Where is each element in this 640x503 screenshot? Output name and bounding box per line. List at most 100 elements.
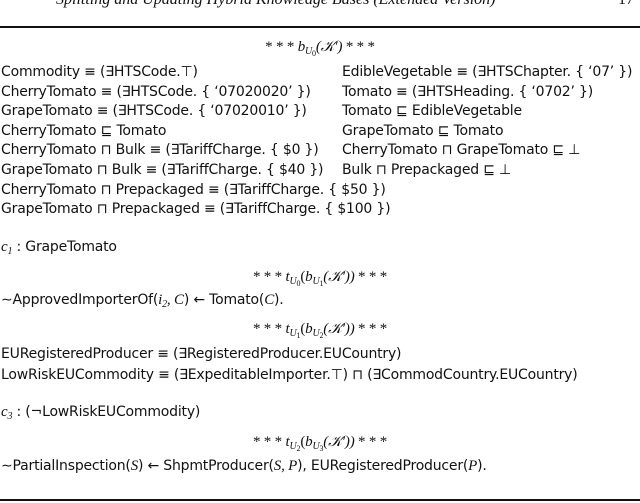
- formula-text: Bulk ⊓ Prepackaged ⊑ ⊥: [342, 162, 511, 178]
- formula-line: CherryTomato ⊓ Bulk ≡ (∃TariffCharge. { …: [1, 141, 319, 159]
- subscript: 2: [162, 299, 167, 310]
- formula-line: Bulk ⊓ Prepackaged ⊑ ⊥: [342, 161, 511, 179]
- formula-text: t: [285, 434, 290, 450]
- formula-text: b: [297, 39, 306, 55]
- subscript: U: [289, 441, 297, 452]
- page-number: 17: [618, 0, 634, 9]
- formula-text: b: [305, 269, 313, 285]
- section-heading: * * * tU1(bU2(𝒦′)) * * *: [0, 320, 640, 345]
- formula-text: (𝒦′): [315, 39, 343, 55]
- subscript: 1: [296, 331, 301, 340]
- formula-text: EURegisteredProducer ≡ (∃RegisteredProdu…: [1, 346, 402, 362]
- formula-line: EURegisteredProducer ≡ (∃RegisteredProdu…: [1, 345, 402, 363]
- subscript: U: [289, 276, 297, 287]
- formula-line: Commodity ≡ (∃HTSCode.⊤): [1, 63, 198, 81]
- formula-text: b: [305, 321, 313, 337]
- formula-text: GrapeTomato ≡ (∃HTSCode. { ‘07020010’ }): [1, 103, 307, 119]
- formula-line: EdibleVegetable ≡ (∃HTSChapter. { ‘07’ }…: [342, 63, 632, 81]
- subscript: U: [312, 328, 320, 339]
- formula-line: GrapeTomato ⊓ Prepackaged ≡ (∃TariffChar…: [1, 200, 391, 218]
- formula-text: : GrapeTomato: [12, 239, 117, 255]
- subscript: 3: [319, 444, 324, 453]
- section-heading: * * * tU0(bU1(𝒦′)) * * *: [0, 268, 640, 293]
- formula-line: ∼PartialInspection(S) ← ShpmtProducer(S,…: [1, 457, 487, 475]
- bottom-rule: [0, 499, 640, 501]
- top-rule: [0, 26, 640, 28]
- formula-text: EdibleVegetable ≡ (∃HTSChapter. { ‘07’ }…: [342, 64, 633, 80]
- subscript: U: [289, 328, 297, 339]
- formula-text: , C: [166, 292, 184, 308]
- formula-text: P: [468, 458, 478, 474]
- formula-text: * * *: [354, 269, 388, 285]
- formula-text: GrapeTomato ⊓ Bulk ≡ (∃TariffCharge. { $…: [1, 162, 324, 178]
- formula-text: Tomato ≡ (∃HTSHeading. { ‘0702’ }): [342, 84, 593, 100]
- formula-text: c: [1, 404, 8, 420]
- formula-text: LowRiskEUCommodity ≡ (∃ExpeditableImport…: [1, 367, 578, 383]
- formula-line: GrapeTomato ⊓ Bulk ≡ (∃TariffCharge. { $…: [1, 161, 323, 179]
- formula-text: (: [300, 321, 306, 337]
- formula-text: S: [130, 458, 139, 474]
- formula-text: (: [300, 269, 306, 285]
- formula-text: CherryTomato ⊓ Bulk ≡ (∃TariffCharge. { …: [1, 142, 319, 158]
- formula-text: t: [285, 269, 290, 285]
- formula-text: * * *: [342, 39, 375, 55]
- subscript: U: [305, 46, 313, 57]
- formula-text: ∼PartialInspection(: [1, 458, 131, 474]
- formula-text: ), EURegisteredProducer(: [297, 458, 469, 474]
- formula-text: * * *: [354, 321, 388, 337]
- formula-text: GrapeTomato ⊑ Tomato: [342, 123, 504, 139]
- formula-text: ) ← ShpmtProducer(: [138, 458, 274, 474]
- formula-text: c: [1, 239, 8, 255]
- formula-text: (𝒦′)): [323, 269, 355, 285]
- formula-line: CherryTomato ⊓ GrapeTomato ⊑ ⊥: [342, 141, 580, 159]
- formula-text: CherryTomato ⊑ Tomato: [1, 123, 167, 139]
- formula-line: GrapeTomato ≡ (∃HTSCode. { ‘07020010’ }): [1, 102, 307, 120]
- formula-text: Tomato ⊑ EdibleVegetable: [342, 103, 522, 119]
- formula-line: CherryTomato ⊓ Prepackaged ≡ (∃TariffCha…: [1, 181, 386, 199]
- formula-text: CherryTomato ⊓ GrapeTomato ⊑ ⊥: [342, 142, 581, 158]
- formula-text: GrapeTomato ⊓ Prepackaged ≡ (∃TariffChar…: [1, 201, 391, 217]
- formula-line: CherryTomato ≡ (∃HTSCode. { ‘07020020’ }…: [1, 83, 311, 101]
- formula-text: * * *: [354, 434, 388, 450]
- subscript: 1: [7, 246, 13, 257]
- subscript: U: [312, 441, 320, 452]
- subscript: U: [312, 276, 320, 287]
- formula-text: Commodity ≡ (∃HTSCode.⊤): [1, 64, 198, 80]
- formula-line: Tomato ≡ (∃HTSHeading. { ‘0702’ }): [342, 83, 593, 101]
- section-heading: * * * tU2(bU3(𝒦′)) * * *: [0, 433, 640, 458]
- formula-text: i: [158, 292, 163, 308]
- subscript: 0: [312, 49, 316, 58]
- formula-text: CherryTomato ≡ (∃HTSCode. { ‘07020020’ }…: [1, 84, 311, 100]
- formula-text: : (¬LowRiskEUCommodity): [12, 404, 201, 420]
- formula-text: * * *: [252, 321, 286, 337]
- running-head: Splitting and Updating Hybrid Knowledge …: [0, 0, 640, 11]
- formula-line: c3 : (¬LowRiskEUCommodity): [1, 403, 200, 426]
- subscript: 2: [319, 331, 324, 340]
- formula-text: (𝒦′)): [323, 321, 355, 337]
- formula-text: CherryTomato ⊓ Prepackaged ≡ (∃TariffCha…: [1, 182, 386, 198]
- formula-line: c1 : GrapeTomato: [1, 238, 117, 261]
- subscript: 1: [319, 279, 324, 288]
- formula-text: C: [264, 292, 274, 308]
- section-heading: * * * bU0(𝒦′) * * *: [0, 38, 640, 63]
- formula-text: * * *: [252, 434, 286, 450]
- formula-text: b: [305, 434, 313, 450]
- formula-text: ∼ApprovedImporterOf(: [1, 292, 159, 308]
- formula-text: ) ← Tomato(: [183, 292, 265, 308]
- formula-text: * * *: [265, 39, 298, 55]
- subscript: 0: [296, 279, 301, 288]
- formula-line: Tomato ⊑ EdibleVegetable: [342, 102, 522, 120]
- formula-line: LowRiskEUCommodity ≡ (∃ExpeditableImport…: [1, 366, 578, 384]
- formula-line: GrapeTomato ⊑ Tomato: [342, 122, 504, 140]
- formula-line: ∼ApprovedImporterOf(i2, C) ← Tomato(C).: [1, 291, 284, 314]
- formula-line: CherryTomato ⊑ Tomato: [1, 122, 166, 140]
- formula-text: (: [300, 434, 306, 450]
- subscript: 2: [296, 444, 301, 453]
- formula-text: (𝒦′)): [323, 434, 355, 450]
- running-head-title: Splitting and Updating Hybrid Knowledge …: [56, 0, 496, 9]
- formula-text: ).: [274, 292, 284, 308]
- formula-text: ).: [477, 458, 487, 474]
- subscript: 3: [7, 411, 13, 422]
- formula-text: t: [285, 321, 290, 337]
- formula-text: S, P: [273, 458, 298, 474]
